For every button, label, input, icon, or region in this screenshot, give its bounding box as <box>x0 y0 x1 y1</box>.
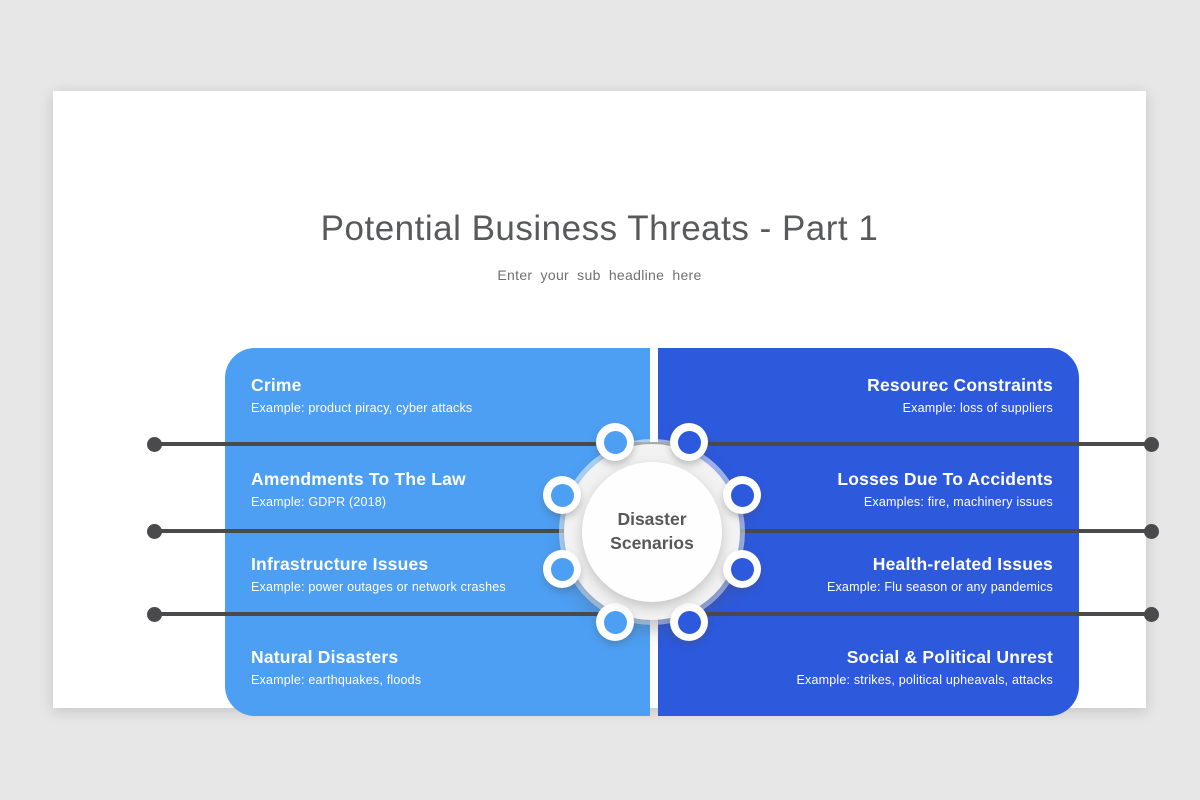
threat-item-health-issues: Health-related Issues Example: Flu seaso… <box>684 554 1053 594</box>
threat-example: Examples: fire, machinery issues <box>863 495 1053 509</box>
hub-node-dot <box>677 610 701 634</box>
threat-title: Natural Disasters <box>251 647 399 667</box>
hub-center-circle: Disaster Scenarios <box>582 462 722 602</box>
hub-node-dot <box>730 557 754 581</box>
connector-endpoint-dot <box>1144 607 1159 622</box>
threat-example: Example: Flu season or any pandemics <box>826 580 1053 594</box>
hub-node-dot <box>550 483 574 507</box>
hub-node-circle <box>596 423 634 461</box>
connector-endpoint-dot <box>147 607 162 622</box>
threat-item-amendments: Amendments To The Law Example: GDPR (201… <box>251 469 624 509</box>
connector-endpoint-dot <box>147 437 162 452</box>
threat-example: Example: GDPR (2018) <box>251 495 387 509</box>
hub-node-dot <box>550 557 574 581</box>
threat-title: Amendments To The Law <box>251 469 466 489</box>
connector-endpoint-dot <box>1144 524 1159 539</box>
hub-node-dot <box>677 430 701 454</box>
threat-item-social-unrest: Social & Political Unrest Example: strik… <box>684 647 1053 687</box>
threat-example: Example: loss of suppliers <box>902 401 1053 415</box>
connector-endpoint-dot <box>1144 437 1159 452</box>
connector-endpoint-dot <box>147 524 162 539</box>
threat-title: Crime <box>251 375 302 395</box>
hub-label: Disaster Scenarios <box>610 509 694 553</box>
hub-node-circle <box>670 423 708 461</box>
threat-example: Example: power outages or network crashe… <box>251 580 506 594</box>
hub-node-circle <box>596 603 634 641</box>
threat-title: Resourec Constraints <box>867 375 1053 395</box>
threat-example: Example: earthquakes, floods <box>251 673 422 687</box>
threat-item-infrastructure: Infrastructure Issues Example: power out… <box>251 554 624 594</box>
hub-node-circle <box>543 476 581 514</box>
slide-subtitle: Enter your sub headline here <box>497 267 702 283</box>
hub-node-circle <box>670 603 708 641</box>
hub-node-circle <box>543 550 581 588</box>
hub-node-dot <box>603 430 627 454</box>
threat-example: Example: strikes, political upheavals, a… <box>796 673 1053 687</box>
slide: Potential Business Threats - Part 1 Ente… <box>53 91 1159 716</box>
hub-node-dot <box>603 610 627 634</box>
threat-title: Infrastructure Issues <box>251 554 429 574</box>
threat-example: Example: product piracy, cyber attacks <box>251 401 473 415</box>
hub-node-circle <box>723 550 761 588</box>
threat-title: Social & Political Unrest <box>846 647 1053 667</box>
threat-item-crime: Crime Example: product piracy, cyber att… <box>251 375 624 415</box>
threat-title: Losses Due To Accidents <box>837 469 1053 489</box>
hub-node-circle <box>723 476 761 514</box>
threat-title: Health-related Issues <box>872 554 1053 574</box>
threat-item-resource-constraints: Resourec Constraints Example: loss of su… <box>684 375 1053 415</box>
threat-item-natural-disasters: Natural Disasters Example: earthquakes, … <box>251 647 624 687</box>
slide-title: Potential Business Threats - Part 1 <box>320 209 879 248</box>
threat-item-losses-accidents: Losses Due To Accidents Examples: fire, … <box>684 469 1053 509</box>
hub-node-dot <box>730 483 754 507</box>
